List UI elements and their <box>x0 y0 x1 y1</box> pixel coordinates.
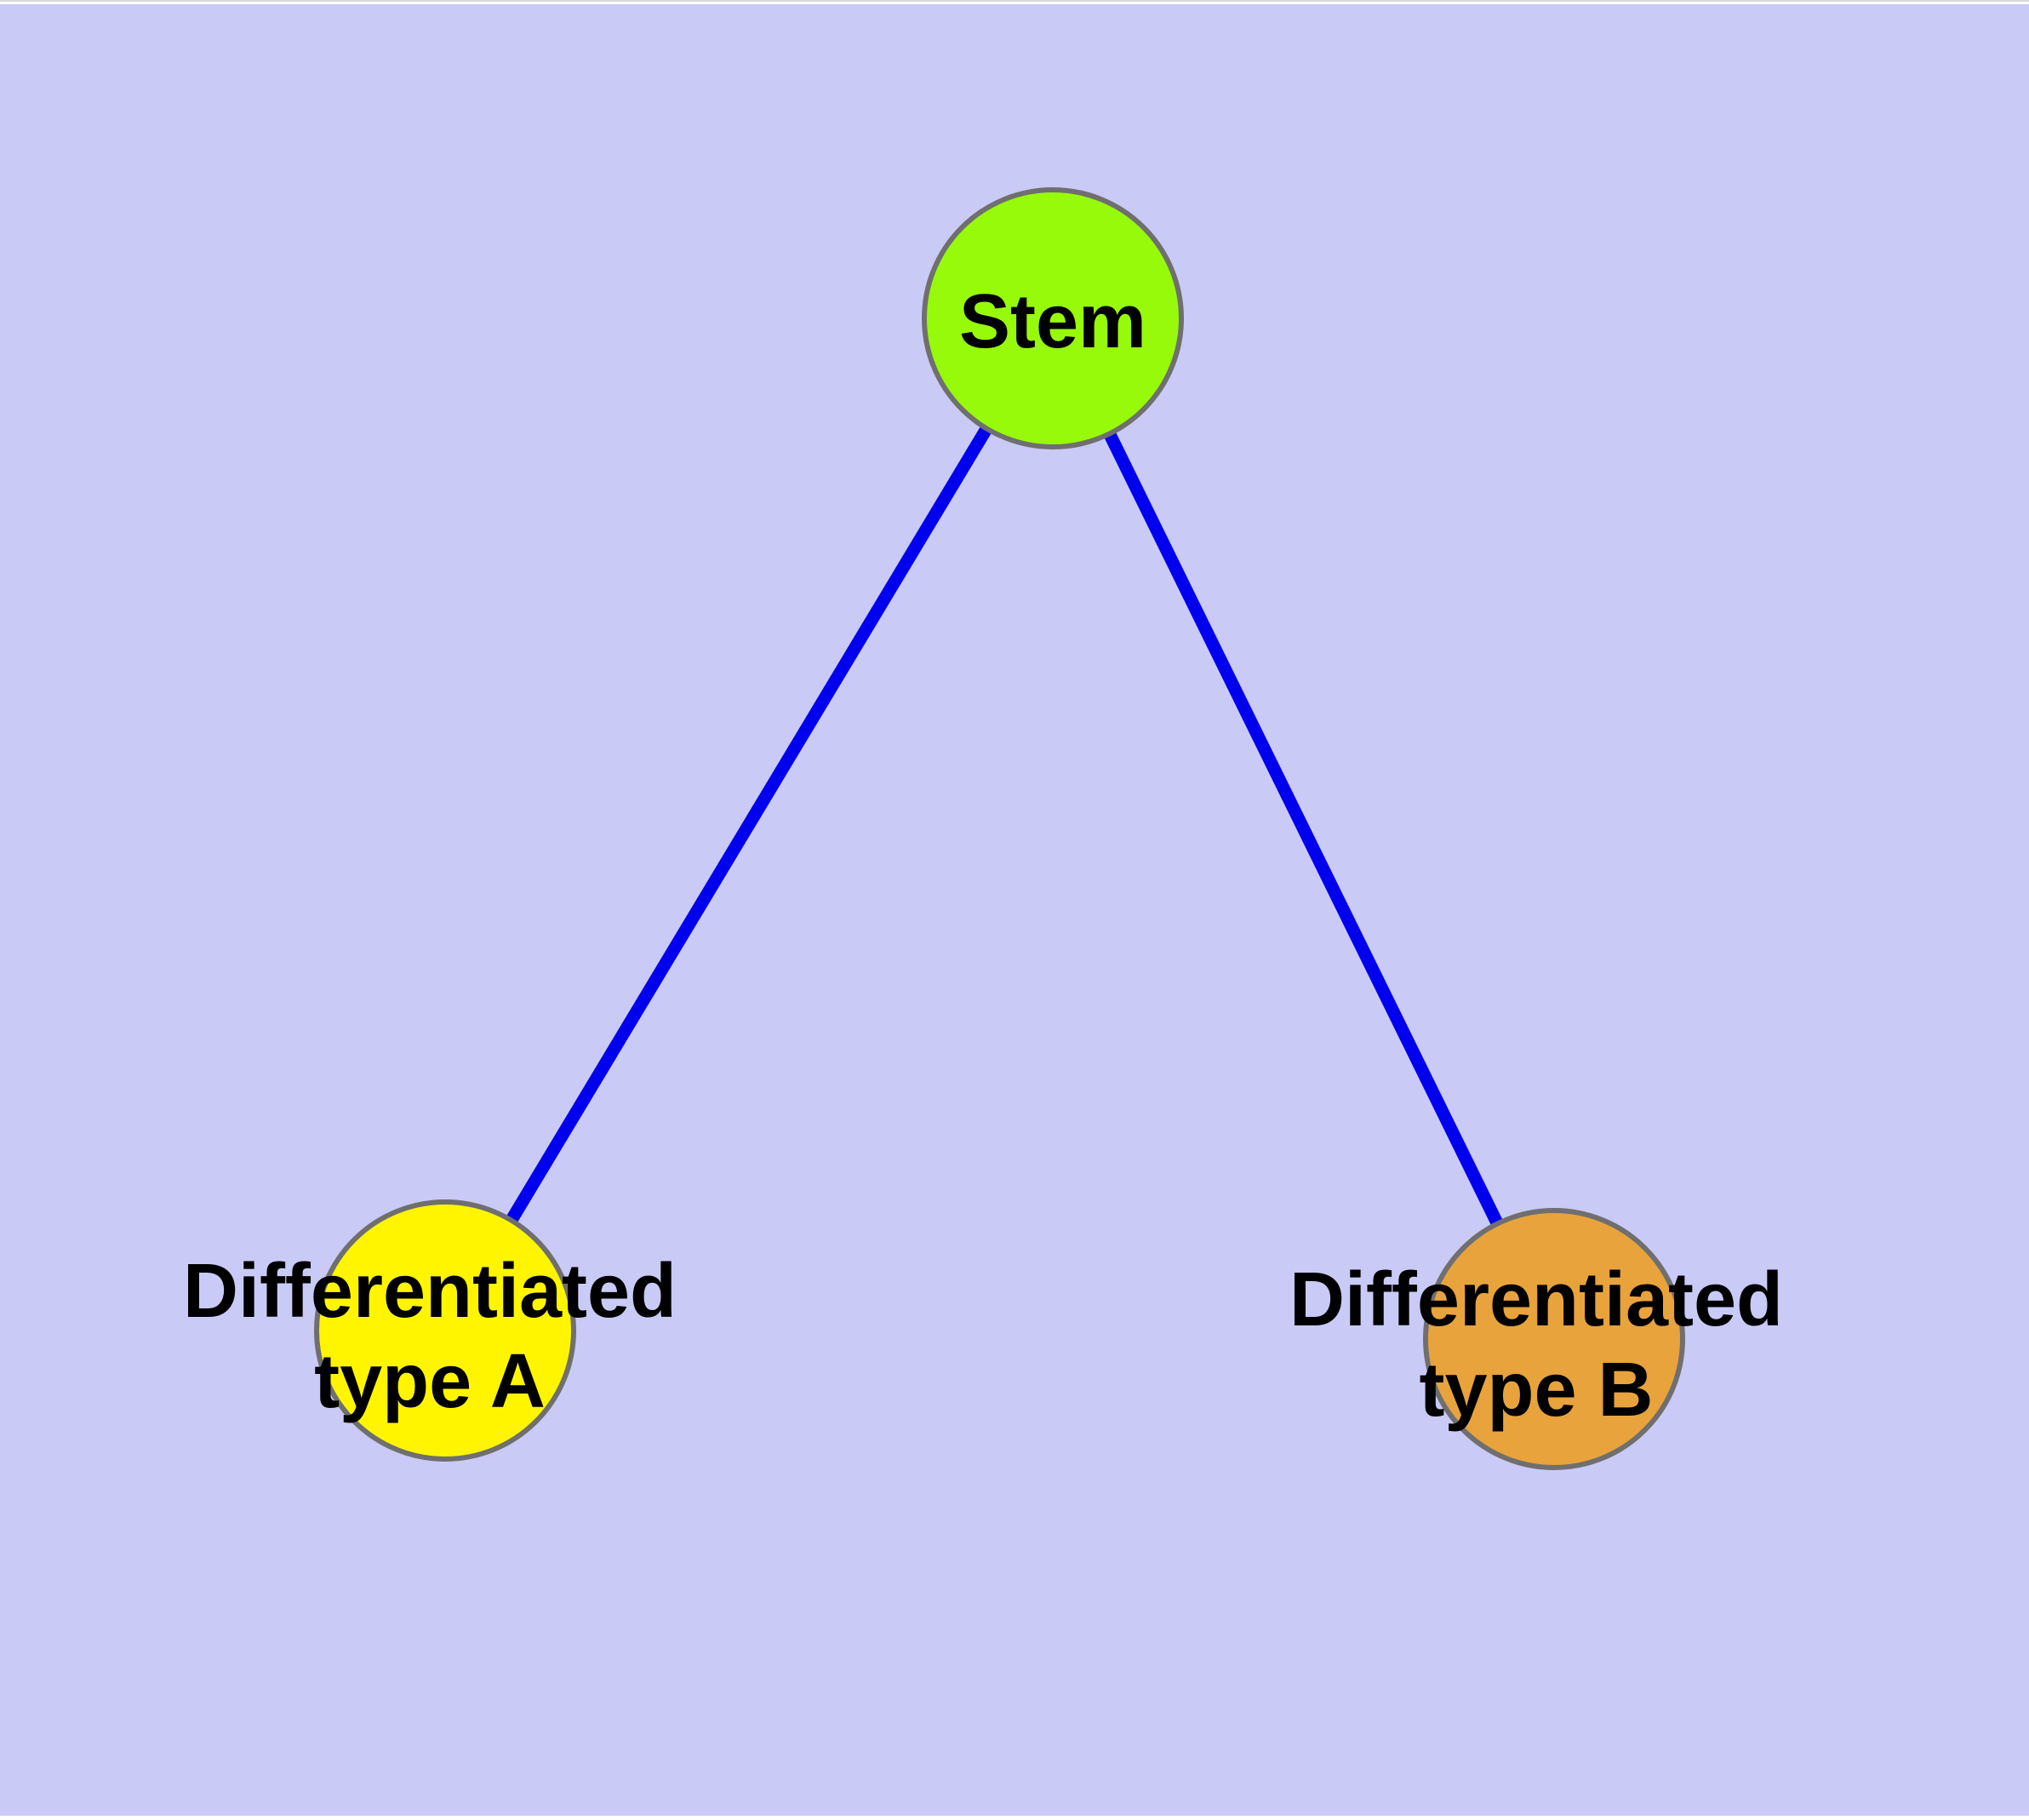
node-stem-circle <box>922 187 1184 449</box>
node-type-a-circle <box>314 1199 576 1462</box>
node-type-b-label-line-2: type B <box>1419 1348 1653 1433</box>
node-differentiated-type-a: Differentiated type A <box>183 1199 677 1462</box>
node-differentiated-type-b: Differentiated type B <box>1289 1208 1783 1470</box>
edge-stem-to-type-a <box>439 315 1059 1334</box>
edge-stem-to-type-b <box>1047 315 1560 1342</box>
node-type-a-label-line-2: type A <box>314 1339 546 1424</box>
node-type-b-circle <box>1423 1208 1685 1470</box>
node-type-a-label-line-1: Differentiated <box>183 1249 677 1334</box>
node-type-b-label-line-1: Differentiated <box>1289 1257 1783 1342</box>
top-hairline <box>0 0 2029 2</box>
node-stem: Stem <box>922 187 1184 449</box>
node-stem-label: Stem <box>959 279 1146 364</box>
